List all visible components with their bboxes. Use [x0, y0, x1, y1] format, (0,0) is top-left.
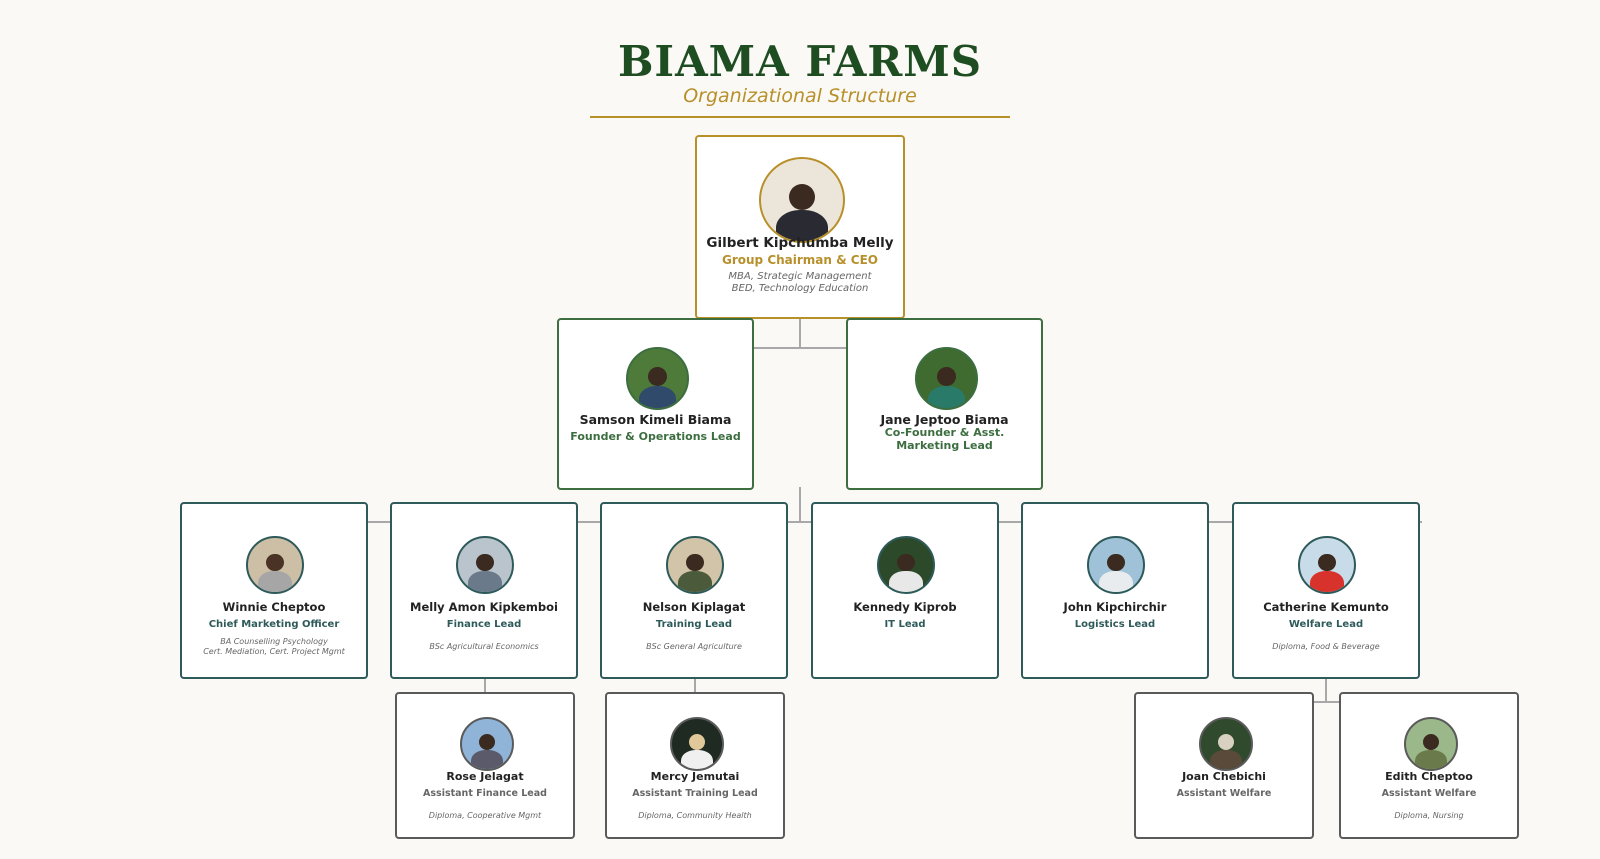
member-name: Winnie Cheptoo — [222, 600, 326, 614]
assistant-photo — [1199, 717, 1253, 771]
assistant-card[interactable]: Joan Chebichi Assistant Welfare — [1134, 692, 1314, 839]
department-card[interactable]: Nelson Kiplagat Training Lead BSc Genera… — [600, 502, 788, 679]
co-founder-photo — [915, 347, 978, 410]
assistant-role: Assistant Welfare — [1176, 788, 1272, 799]
member-photo — [1298, 536, 1356, 594]
assistant-name: Edith Cheptoo — [1385, 770, 1473, 783]
founder-card[interactable]: Samson Kimeli Biama Founder & Operations… — [557, 318, 754, 490]
assistant-card[interactable]: Rose Jelagat Assistant Finance Lead Dipl… — [395, 692, 575, 839]
ceo-photo — [759, 157, 845, 243]
assistant-role: Assistant Finance Lead — [423, 788, 547, 799]
member-photo — [666, 536, 724, 594]
co-founder-role-line-1: Co-Founder & Asst. — [884, 426, 1005, 439]
member-photo — [246, 536, 304, 594]
department-card[interactable]: Melly Amon Kipkemboi Finance Lead BSc Ag… — [390, 502, 578, 679]
ceo-name: Gilbert Kipchumba Melly — [706, 235, 894, 251]
member-name: Kennedy Kiprob — [853, 600, 957, 614]
assistant-name: Joan Chebichi — [1182, 770, 1266, 783]
assistant-qualification: Diploma, Cooperative Mgmt — [428, 811, 542, 820]
assistant-role: Assistant Welfare — [1381, 788, 1477, 799]
member-role: Finance Lead — [446, 619, 522, 630]
member-role: Welfare Lead — [1288, 619, 1364, 630]
member-photo — [877, 536, 935, 594]
co-founder-role-line-2: Marketing Lead — [896, 439, 993, 452]
member-role: Training Lead — [655, 619, 733, 630]
department-card[interactable]: Catherine Kemunto Welfare Lead Diploma, … — [1232, 502, 1420, 679]
assistant-qualification: Diploma, Nursing — [1394, 811, 1464, 820]
member-role: IT Lead — [884, 619, 926, 630]
member-name: Catherine Kemunto — [1263, 600, 1389, 614]
assistant-role: Assistant Training Lead — [632, 788, 758, 799]
member-qualification-2: Cert. Mediation, Cert. Project Mgmt — [203, 647, 345, 656]
ceo-role: Group Chairman & CEO — [722, 253, 878, 267]
founder-name: Samson Kimeli Biama — [579, 412, 732, 427]
member-qualification-1: BSc General Agriculture — [646, 642, 742, 651]
ceo-qualification-2: BED, Technology Education — [731, 283, 869, 294]
member-role: Logistics Lead — [1074, 619, 1156, 630]
assistant-photo — [670, 717, 724, 771]
member-name: Melly Amon Kipkemboi — [410, 600, 558, 614]
founder-photo — [626, 347, 689, 410]
assistant-name: Rose Jelagat — [446, 770, 524, 783]
assistant-photo — [1404, 717, 1458, 771]
department-card[interactable]: Kennedy Kiprob IT Lead — [811, 502, 999, 679]
member-photo — [1087, 536, 1145, 594]
assistant-photo — [460, 717, 514, 771]
member-qualification-1: BA Counselling Psychology — [220, 637, 328, 646]
ceo-qualification-1: MBA, Strategic Management — [728, 271, 872, 282]
member-photo — [456, 536, 514, 594]
title-divider — [590, 116, 1010, 118]
connector-ceo-founders — [754, 318, 846, 349]
department-card[interactable]: Winnie Cheptoo Chief Marketing Officer B… — [180, 502, 368, 679]
assistant-qualification: Diploma, Community Health — [638, 811, 752, 820]
founder-role: Founder & Operations Lead — [570, 430, 741, 443]
assistant-name: Mercy Jemutai — [650, 770, 740, 783]
member-qualification-1: BSc Agricultural Economics — [429, 642, 539, 651]
co-founder-name: Jane Jeptoo Biama — [880, 412, 1009, 427]
connector-welfare-assistants — [1223, 678, 1429, 703]
page-subtitle: Organizational Structure — [683, 85, 917, 107]
member-name: John Kipchirchir — [1063, 600, 1167, 614]
assistant-card[interactable]: Edith Cheptoo Assistant Welfare Diploma,… — [1339, 692, 1519, 839]
department-card[interactable]: John Kipchirchir Logistics Lead — [1021, 502, 1209, 679]
member-name: Nelson Kiplagat — [642, 600, 746, 614]
page-title: BIAMA FARMS — [617, 37, 983, 86]
co-founder-card[interactable]: Jane Jeptoo Biama Co-Founder & Asst. Mar… — [846, 318, 1043, 490]
ceo-card[interactable]: Gilbert Kipchumba Melly Group Chairman &… — [695, 135, 905, 319]
assistant-card[interactable]: Mercy Jemutai Assistant Training Lead Di… — [605, 692, 785, 839]
member-qualification-1: Diploma, Food & Beverage — [1272, 642, 1380, 651]
member-role: Chief Marketing Officer — [208, 619, 340, 630]
